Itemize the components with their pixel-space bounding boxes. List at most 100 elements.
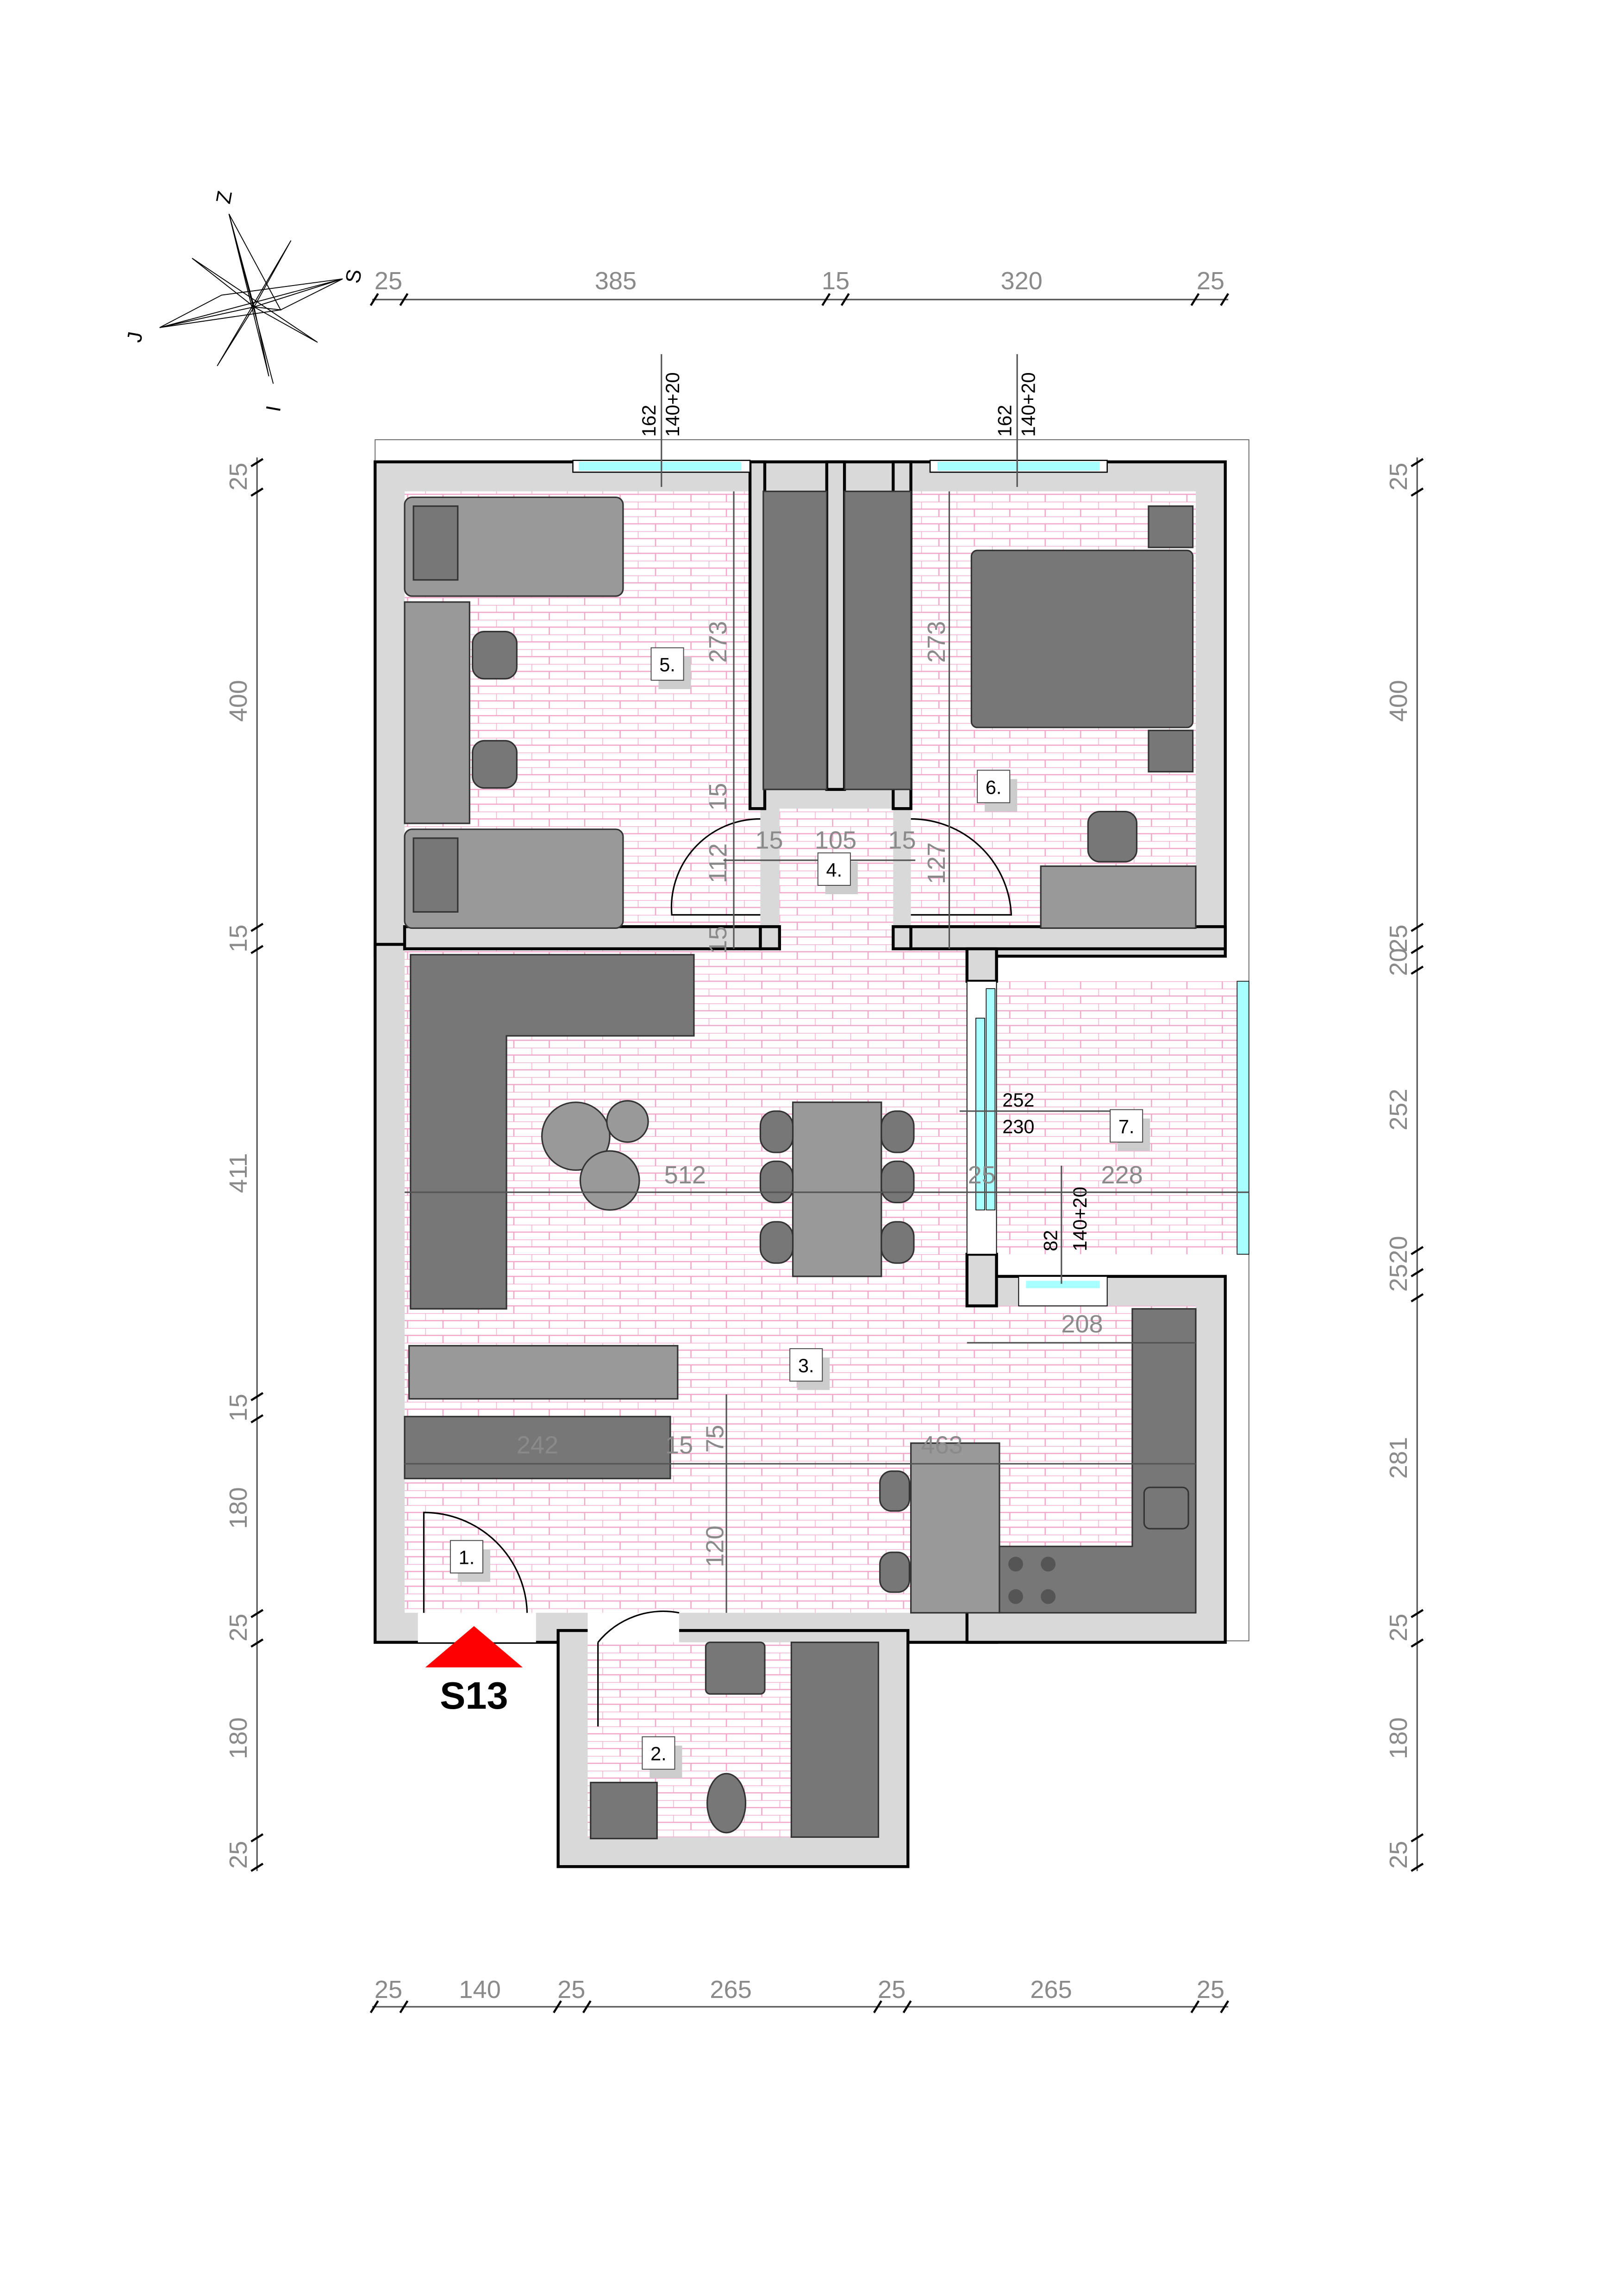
svg-text:7.: 7. <box>1118 1116 1135 1138</box>
dim-left-9: 25 <box>225 1841 252 1869</box>
dim-bottom-5: 25 <box>878 1976 906 2004</box>
room-label-4: 4. <box>817 852 858 895</box>
corner-sofa <box>410 954 695 1310</box>
dim-right-2: 400 <box>1385 680 1412 722</box>
svg-text:4.: 4. <box>826 859 843 881</box>
nightstand <box>1148 729 1194 773</box>
bathtub-icon <box>790 1641 880 1838</box>
dim-right-3: 25 <box>1385 925 1412 952</box>
window4-label-bottom: 140+20 <box>1069 1187 1091 1251</box>
dim-left-1: 25 <box>225 463 252 491</box>
svg-text:5.: 5. <box>659 654 675 676</box>
bedroom-left-door[interactable] <box>670 818 761 916</box>
svg-text:2.: 2. <box>650 1743 667 1765</box>
pillow-icon <box>412 837 459 913</box>
dim-right-10: 180 <box>1385 1717 1412 1759</box>
dim-left-4: 411 <box>225 1153 252 1193</box>
dim-bottom-2: 140 <box>459 1976 500 2004</box>
bathroom-door[interactable] <box>597 1610 680 1727</box>
unit-label: S13 <box>440 1674 508 1717</box>
chair <box>1087 810 1138 863</box>
room-label-7: 7. <box>1110 1109 1150 1151</box>
dim-right-9: 25 <box>1385 1614 1412 1642</box>
dim-left-2: 400 <box>225 680 252 722</box>
svg-text:15: 15 <box>755 826 783 854</box>
pillow-icon <box>412 505 459 581</box>
svg-text:273: 273 <box>704 621 732 663</box>
svg-text:15: 15 <box>888 826 916 854</box>
room-label-5: 5. <box>650 647 691 689</box>
window1-label-top: 162 <box>638 405 660 437</box>
svg-text:1.: 1. <box>459 1547 475 1568</box>
svg-text:208: 208 <box>1061 1310 1103 1338</box>
dim-right-6: 20 <box>1385 1236 1412 1263</box>
window2-label-top: 162 <box>993 405 1015 437</box>
bedroom-right-door[interactable] <box>911 818 1012 916</box>
chair <box>472 630 518 680</box>
dining-table <box>792 1101 882 1277</box>
washbasin-icon <box>705 1641 766 1695</box>
svg-text:15: 15 <box>704 926 732 954</box>
dim-top-4: 320 <box>1001 267 1043 295</box>
wardrobe-right <box>843 491 912 790</box>
inner-dimensions: 273 15 112 15 273 127 15 105 15 512 25 2… <box>405 491 1249 1613</box>
dim-left-3: 15 <box>225 925 252 952</box>
dim-top-3: 15 <box>822 267 849 295</box>
bed-bottom <box>404 828 624 929</box>
room-label-3: 3. <box>789 1348 830 1390</box>
dim-left-5: 15 <box>225 1394 252 1422</box>
room-label-2: 2. <box>642 1736 682 1778</box>
compass-west-label: J <box>123 330 147 344</box>
kitchen-counter <box>999 1308 1197 1614</box>
dim-top-5: 25 <box>1197 267 1224 295</box>
double-bed <box>970 549 1194 728</box>
svg-text:120: 120 <box>701 1525 729 1567</box>
furniture <box>404 491 1197 1840</box>
entrance-door[interactable] <box>423 1512 528 1613</box>
washing-machine-icon <box>590 1781 658 1840</box>
window2-label-bottom: 140+20 <box>1017 372 1039 436</box>
sink-icon <box>1143 1487 1189 1530</box>
svg-text:228: 228 <box>1101 1161 1143 1189</box>
dimension-top: 25 385 15 320 25 <box>369 267 1229 306</box>
dim-left-6: 180 <box>225 1487 252 1529</box>
compass-north-label: Z <box>212 189 237 205</box>
window3-label-top: 252 <box>1002 1089 1034 1111</box>
dim-left-7: 25 <box>225 1614 252 1642</box>
svg-text:15: 15 <box>665 1431 693 1459</box>
dim-top-2: 385 <box>595 267 637 295</box>
dim-right-7: 25 <box>1385 1264 1412 1292</box>
chair <box>472 740 518 789</box>
dim-bottom-3: 25 <box>557 1976 585 2004</box>
dim-right-8: 281 <box>1385 1437 1412 1479</box>
svg-text:75: 75 <box>701 1425 729 1452</box>
svg-text:273: 273 <box>923 621 950 663</box>
dimension-bottom: 25 140 25 265 25 265 25 <box>369 1976 1229 2014</box>
svg-text:3.: 3. <box>798 1355 814 1376</box>
tv-cabinet <box>408 1345 679 1400</box>
dim-top-1: 25 <box>375 267 402 295</box>
dimension-left: 25 400 15 411 15 180 25 180 25 <box>225 457 264 1872</box>
hall-wardrobe <box>404 1416 671 1480</box>
dim-bottom-6: 265 <box>1030 1976 1072 2004</box>
svg-text:112: 112 <box>704 843 732 883</box>
dim-right-5: 252 <box>1385 1089 1412 1130</box>
window3-label-bottom: 230 <box>1002 1116 1034 1138</box>
kitchen-island <box>910 1442 1000 1614</box>
room-label-6: 6. <box>977 770 1018 812</box>
entrance-arrow-icon <box>425 1626 523 1668</box>
compass-east-label: S <box>342 268 366 285</box>
dim-right-4: 20 <box>1385 948 1412 976</box>
room-label-1: 1. <box>450 1540 490 1582</box>
svg-text:127: 127 <box>923 842 950 884</box>
windows <box>572 460 1249 1307</box>
svg-text:512: 512 <box>664 1161 706 1189</box>
svg-text:6.: 6. <box>986 776 1002 798</box>
dim-right-11: 25 <box>1385 1841 1412 1869</box>
dim-right-1: 25 <box>1385 463 1412 491</box>
window1-label-bottom: 140+20 <box>662 372 683 436</box>
room-labels: 1. 2. 3. 4. 5. 6. 7. <box>450 647 1150 1778</box>
dim-bottom-7: 25 <box>1197 1976 1224 2004</box>
